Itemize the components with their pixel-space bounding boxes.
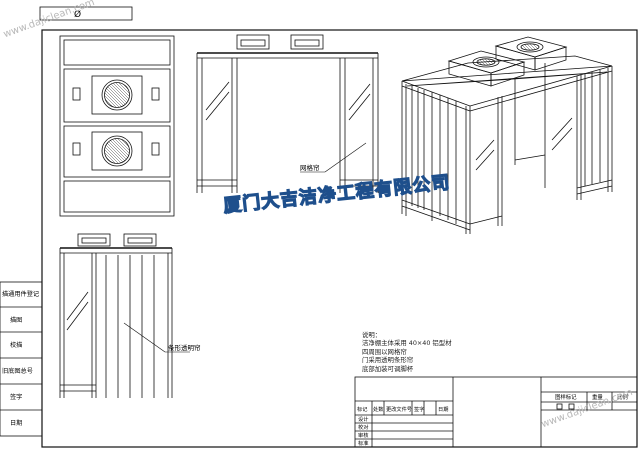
design-notes: 说明： 洁净棚主体采用 40×40 铝型材 四周围以网格帘 门采用透明条形帘 底…: [362, 331, 452, 373]
doc-code-text: Ø: [74, 9, 81, 20]
strip-row-2: 描图: [10, 316, 22, 324]
doc-code-box: Ø: [39, 6, 133, 21]
rev-header-mark: 标记: [357, 405, 367, 413]
stage-label: 图样标记: [555, 393, 577, 401]
side-door-label: 网格帘: [300, 163, 320, 172]
left-revision-strip: [0, 281, 43, 437]
notes-line-4: 底部加装可调脚杯: [362, 364, 414, 373]
rev-header-doc: 更改文件号: [386, 405, 412, 413]
strip-curtain-view: [59, 233, 190, 398]
sheet-border: [41, 29, 638, 448]
strip-row-4: 旧底图总号: [2, 367, 33, 375]
strip-row-6: 日期: [10, 419, 22, 427]
rev-header-count: 处数: [373, 405, 384, 413]
scale-label: 比例: [617, 393, 628, 401]
title-block: [354, 376, 638, 448]
sign-row-standard: 标准: [358, 439, 368, 447]
strip-row-5: 签字: [10, 393, 22, 401]
isometric-view: [401, 36, 613, 234]
strip-row-1: 描通用件登记: [2, 290, 39, 298]
rev-header-date: 日期: [438, 406, 448, 413]
notes-line-3: 门采用透明条形帘: [362, 356, 414, 365]
sign-row-design: 设计: [358, 415, 368, 423]
notes-line-2: 四周围以网格帘: [362, 347, 407, 356]
sign-row-review: 审核: [358, 431, 368, 439]
notes-line-1: 洁净棚主体采用 40×40 铝型材: [362, 339, 452, 348]
notes-heading: 说明：: [362, 331, 382, 339]
strip-row-3: 校描: [10, 341, 22, 349]
front-view: [59, 35, 175, 217]
sign-row-check: 校对: [358, 423, 368, 431]
strip-curtain-label: 条形透明帘: [168, 343, 201, 352]
side-view: [196, 34, 379, 193]
weight-label: 重量: [592, 393, 603, 401]
rev-header-sign: 签字: [414, 405, 424, 413]
